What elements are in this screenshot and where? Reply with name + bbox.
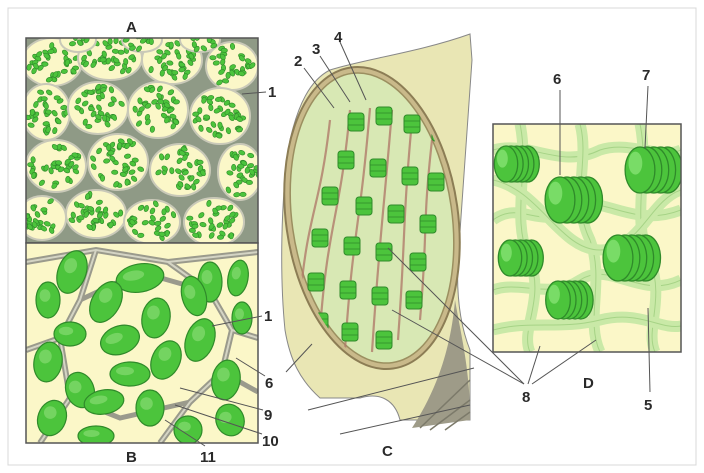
panel-label-c: C	[382, 443, 393, 460]
small-chloroplast	[65, 176, 70, 183]
chloroplast-highlight	[235, 308, 244, 319]
small-chloroplast	[231, 164, 236, 170]
granum	[388, 205, 404, 223]
small-chloroplast	[42, 62, 49, 67]
granum	[376, 243, 392, 261]
granum	[404, 115, 420, 133]
small-chloroplast	[112, 49, 119, 54]
label-9: 9	[264, 407, 272, 424]
label-8: 8	[522, 389, 530, 406]
small-chloroplast	[221, 48, 228, 53]
chloroplast-highlight	[83, 430, 99, 437]
disc-highlight	[549, 285, 560, 304]
chloroplast-highlight	[140, 397, 153, 410]
chloroplast-highlight	[116, 367, 134, 375]
label-6-bottom: 6	[265, 375, 273, 392]
small-chloroplast	[125, 179, 130, 186]
granum	[348, 113, 364, 131]
small-chloroplast	[117, 142, 122, 149]
small-chloroplast	[41, 96, 48, 101]
chloroplast-highlight	[40, 289, 51, 302]
label-10: 10	[262, 433, 279, 450]
small-chloroplast	[218, 122, 223, 129]
small-chloroplast	[217, 235, 224, 240]
small-chloroplast	[169, 42, 174, 49]
disc-highlight	[497, 150, 508, 168]
small-chloroplast	[150, 126, 155, 133]
granum	[322, 187, 338, 205]
granum	[428, 173, 444, 191]
small-chloroplast	[54, 96, 60, 101]
disc-highlight	[549, 182, 563, 205]
small-chloroplast	[173, 99, 180, 104]
granum	[376, 107, 392, 125]
granum	[308, 273, 324, 291]
panel-d-grana-detail	[493, 124, 682, 352]
small-chloroplast	[41, 207, 48, 212]
small-chloroplast	[229, 233, 234, 239]
chloroplast-highlight	[59, 327, 73, 335]
granum	[342, 323, 358, 341]
label-3: 3	[312, 41, 320, 58]
label-1-bottom: 1	[264, 308, 272, 325]
small-chloroplast	[237, 164, 244, 169]
disc-highlight	[607, 240, 621, 263]
disc-highlight	[501, 244, 512, 262]
small-chloroplast	[55, 160, 62, 165]
small-chloroplast	[137, 233, 144, 238]
granum	[402, 167, 418, 185]
panel-label-b: B	[126, 449, 137, 466]
small-chloroplast	[106, 144, 111, 151]
granum	[406, 291, 422, 309]
small-chloroplast	[45, 110, 52, 115]
panel-label-a: A	[126, 19, 137, 36]
small-chloroplast	[159, 232, 166, 237]
label-11: 11	[200, 449, 216, 466]
small-chloroplast	[210, 55, 217, 60]
small-chloroplast	[149, 38, 154, 45]
small-chloroplast	[100, 57, 107, 62]
granum	[376, 331, 392, 349]
disc-highlight	[629, 152, 643, 175]
small-chloroplast	[162, 209, 167, 216]
label-5: 5	[644, 397, 652, 414]
granum	[344, 237, 360, 255]
granum	[338, 151, 354, 169]
small-chloroplast	[111, 170, 117, 175]
label-6-top: 6	[553, 71, 561, 88]
small-chloroplast	[123, 58, 128, 65]
small-chloroplast	[246, 180, 253, 185]
granum	[420, 215, 436, 233]
granum	[356, 197, 372, 215]
granum	[410, 253, 426, 271]
small-chloroplast	[169, 167, 174, 174]
label-2: 2	[294, 53, 302, 70]
chloroplast-highlight	[202, 270, 213, 284]
small-chloroplast	[78, 215, 85, 220]
small-chloroplast	[192, 112, 199, 117]
small-chloroplast	[108, 38, 112, 44]
small-chloroplast	[108, 151, 115, 156]
granum	[372, 287, 388, 305]
label-7: 7	[642, 67, 650, 84]
small-chloroplast	[100, 175, 104, 181]
panel-label-d: D	[583, 375, 594, 392]
small-chloroplast	[197, 160, 204, 165]
label-1-top: 1	[268, 84, 276, 101]
panel-b-magnified-cells	[26, 243, 258, 446]
panel-a-leaf-cells	[18, 28, 262, 246]
granum	[340, 281, 356, 299]
granum	[312, 229, 328, 247]
small-chloroplast	[31, 156, 36, 163]
granum	[370, 159, 386, 177]
small-chloroplast	[187, 216, 193, 220]
small-chloroplast	[240, 192, 246, 196]
label-4: 4	[334, 29, 343, 46]
